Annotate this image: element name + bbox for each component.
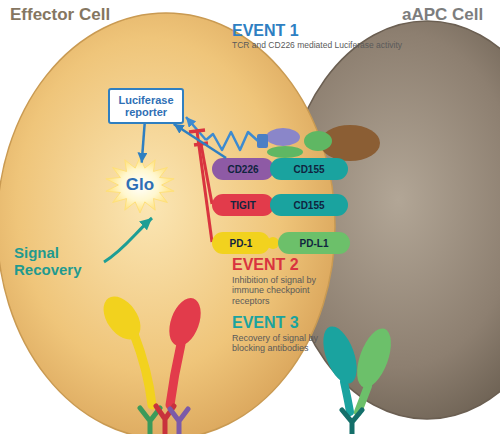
- effector-cell-body: [0, 13, 335, 434]
- effector-cell-outline: [0, 12, 336, 434]
- pd1-receptor-body: [212, 232, 270, 254]
- glo-burst-label: Glo: [124, 176, 156, 195]
- cd155-ligand-body: [270, 194, 348, 216]
- pd1-receptor: PD-1: [212, 232, 270, 254]
- reporter-box: Luciferase reporter: [108, 88, 184, 124]
- event-heading: EVENT 2: [232, 256, 352, 274]
- cd155-ligand-label: CD155: [291, 164, 326, 175]
- event-description: Recovery of signal by blocking antibodie…: [232, 333, 332, 354]
- effector-cell-label: Effector Cell: [10, 6, 110, 25]
- pdl1-ligand-label: PD-L1: [298, 238, 331, 249]
- event-description: TCR and CD226 mediated Luciferase activi…: [232, 41, 432, 51]
- pd1-receptor-label: PD-1: [228, 238, 255, 249]
- cd155-ligand: CD155: [270, 158, 348, 180]
- blocking-antibody: [342, 410, 362, 434]
- event-heading: EVENT 3: [232, 314, 352, 332]
- cd155-ligand-body: [270, 158, 348, 180]
- cd226-receptor: CD226: [212, 158, 274, 180]
- cd226-receptor-label: CD226: [225, 164, 260, 175]
- effector-cell: Effector CellLuciferase reporterGlo: [0, 12, 336, 434]
- event-description: Inhibition of signal by immune checkpoin…: [232, 275, 327, 306]
- cd155-ligand-label: CD155: [291, 200, 326, 211]
- tigit-receptor-body: [212, 194, 274, 216]
- reporter-box-body: [109, 89, 183, 123]
- tigit-receptor: TIGIT: [212, 194, 274, 216]
- recovery-label: Signal Recovery: [14, 244, 109, 279]
- pdl1-ligand: PD-L1: [278, 232, 350, 254]
- reporter-box-label: Luciferase reporter: [108, 94, 184, 118]
- glo-burst-body: [106, 157, 174, 213]
- tigit-receptor-label: TIGIT: [228, 200, 258, 211]
- cd155-ligand: CD155: [270, 194, 348, 216]
- apc-cell-label: aAPC Cell: [402, 6, 483, 25]
- glo-burst: Glo: [105, 157, 175, 213]
- apc-cell-body: [283, 21, 500, 419]
- event-heading: EVENT 1: [232, 22, 352, 40]
- pdl1-ligand-body: [278, 232, 350, 254]
- cd226-receptor-body: [212, 158, 274, 180]
